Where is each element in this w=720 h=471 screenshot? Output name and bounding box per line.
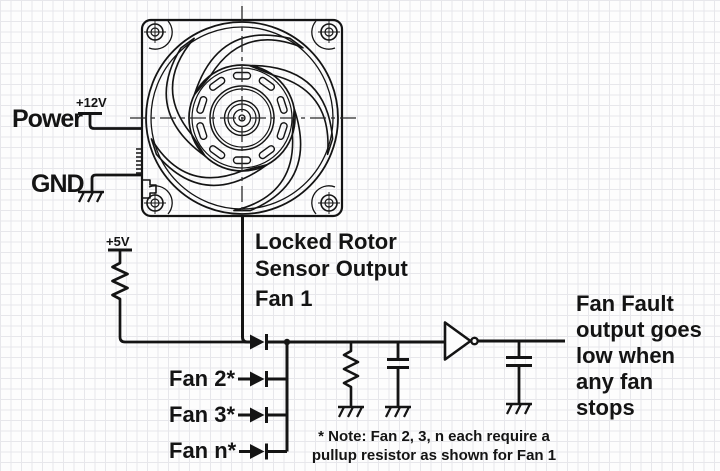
inverter-icon [443,321,479,361]
fault-caption-line4: any fan [576,369,654,394]
output-capacitor-icon [506,341,532,404]
fan3-diode-icon [238,407,287,423]
filter-capacitor-icon [387,342,409,407]
fan-hub-slots [196,71,288,165]
v12-label: +12V [76,95,107,110]
fan3-label: Fan 3* [169,402,236,427]
fan-mounting-holes [144,20,340,215]
fann-label: Fan n* [169,438,237,463]
note-line2: pullup resistor as shown for Fan 1 [311,447,557,464]
pullup-resistor-icon [111,251,250,344]
sensor-caption-line3: Fan 1 [255,286,313,311]
fan-drawing [130,6,356,230]
sensor-caption-line1: Locked Rotor [255,229,397,254]
power-wire [88,114,142,130]
note-line1: * Note: Fan 2, 3, n each require a [318,428,550,445]
fan1-diode-icon [250,334,268,350]
fault-caption-line2: output goes [576,317,702,342]
fault-caption-line5: stops [576,395,635,420]
gnd-wire [90,173,142,192]
resistor-ground-icon [338,405,364,418]
fan-centerlines [130,6,356,230]
capacitor-ground-icon [385,405,411,418]
fault-caption-line1: Fan Fault [576,291,674,316]
sensor-caption-line2: Sensor Output [255,256,408,281]
fan-fault-caption: Fan Fault output goes low when any fan s… [576,291,702,421]
fault-caption-line3: low when [576,343,675,368]
v5-label: +5V [106,234,130,249]
fann-diode-icon [239,443,287,460]
gnd-label: GND [31,170,85,198]
pulldown-resistor-icon [342,342,360,407]
fan-blades [150,34,334,212]
output-capacitor-ground-icon [506,402,532,415]
gnd-ground-icon [78,190,104,203]
sensor-wire [241,216,250,344]
fan2-diode-icon [238,371,287,387]
sensor-output-caption: Locked Rotor Sensor Output Fan 1 [255,228,408,312]
pullup-note: * Note: Fan 2, 3, n each require a pullu… [308,427,560,465]
power-label: Power [12,105,83,133]
fan-wire-exit [136,148,157,199]
fan2-label: Fan 2* [169,366,236,391]
